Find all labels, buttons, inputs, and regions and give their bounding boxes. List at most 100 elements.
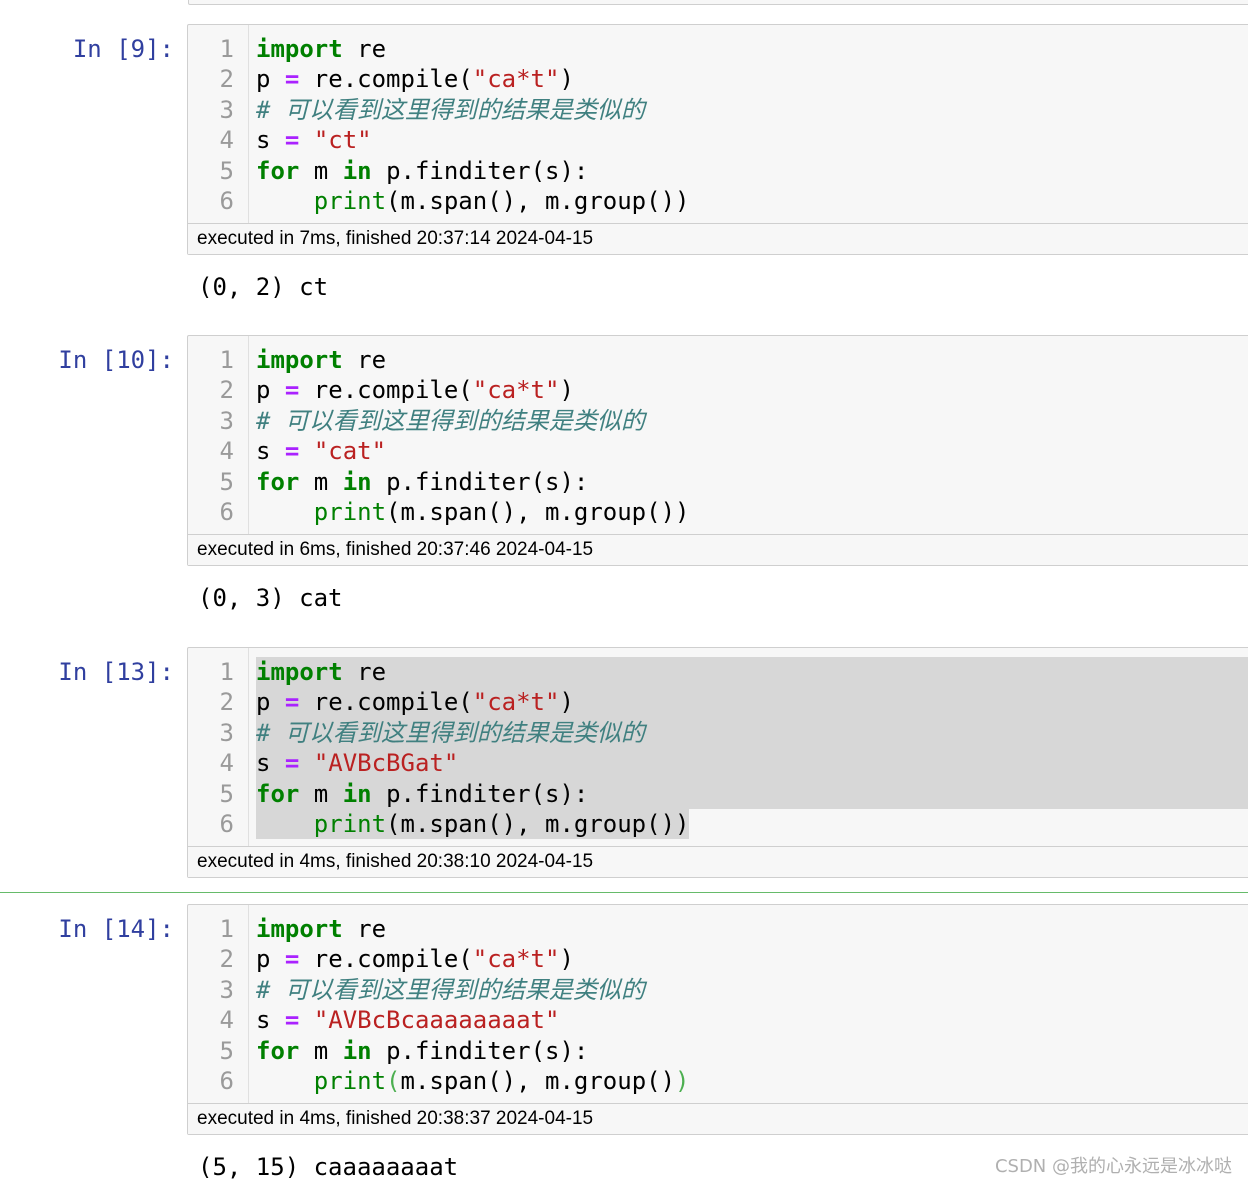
code-token: re.compile( bbox=[299, 945, 473, 974]
code-text[interactable]: s = "ct" bbox=[256, 125, 372, 155]
code-line[interactable]: 5 for m in p.finditer(s): bbox=[188, 156, 1248, 186]
line-number: 3 bbox=[219, 975, 234, 1004]
code-line[interactable]: 4 s = "ct" bbox=[188, 125, 1248, 155]
code-text[interactable]: import re bbox=[256, 914, 386, 944]
line-number: 5 bbox=[219, 156, 234, 185]
line-number: 4 bbox=[219, 1006, 234, 1035]
code-line[interactable]: 1 import re bbox=[188, 657, 1248, 688]
code-token: = bbox=[284, 945, 300, 974]
code-line[interactable]: 6 print(m.span(), m.group()) bbox=[188, 186, 1248, 216]
code-token bbox=[299, 1006, 313, 1034]
code-token: p bbox=[256, 945, 285, 974]
execution-time: executed in 6ms, finished 20:37:46 2024-… bbox=[188, 534, 1248, 566]
code-text[interactable]: p = re.compile("ca*t") bbox=[256, 687, 574, 717]
code-text[interactable]: s = "cat" bbox=[256, 436, 386, 466]
code-text[interactable]: for m in p.finditer(s): bbox=[256, 779, 588, 809]
code-text[interactable]: p = re.compile("ca*t") bbox=[256, 944, 574, 974]
line-number: 1 bbox=[219, 658, 234, 686]
selection-highlight bbox=[256, 717, 1248, 749]
code-line[interactable]: 3# 可以看到这里得到的结果是类似的 bbox=[188, 717, 1248, 749]
code-token: = bbox=[284, 749, 300, 778]
watermark: CSDN @我的心永远是冰冰哒 bbox=[994, 1156, 1232, 1177]
code-text[interactable]: p = re.compile("ca*t") bbox=[256, 64, 574, 94]
code-token: print bbox=[313, 809, 387, 838]
code-token: # 可以看到这里得到的结果是类似的 bbox=[256, 95, 645, 124]
code-text[interactable]: print(m.span(), m.group()) bbox=[256, 1066, 690, 1096]
code-token: = bbox=[284, 126, 300, 155]
code-text[interactable]: print(m.span(), m.group()) bbox=[256, 186, 690, 216]
code-text[interactable]: import re bbox=[256, 345, 386, 375]
selection-highlight bbox=[256, 687, 1248, 718]
code-text[interactable]: # 可以看到这里得到的结果是类似的 bbox=[256, 975, 645, 1005]
input-prompt: In [9]: bbox=[72, 35, 174, 63]
code-text[interactable]: # 可以看到这里得到的结果是类似的 bbox=[256, 718, 645, 748]
code-token: import bbox=[256, 915, 343, 943]
code-token: print bbox=[313, 1066, 387, 1095]
code-token bbox=[299, 749, 313, 777]
code-text[interactable]: print(m.span(), m.group()) bbox=[256, 808, 690, 840]
code-token: s bbox=[256, 749, 285, 778]
line-number: 3 bbox=[219, 95, 234, 124]
code-text[interactable]: for m in p.finditer(s): bbox=[256, 467, 588, 497]
code-line[interactable]: 5 for m in p.finditer(s): bbox=[188, 1036, 1248, 1066]
code-token: = bbox=[284, 1006, 300, 1035]
code-text[interactable]: print(m.span(), m.group()) bbox=[256, 497, 690, 527]
code-token: # 可以看到这里得到的结果是类似的 bbox=[256, 718, 645, 747]
code-line[interactable]: 4 s = "AVBcBcaaaaaaaat" bbox=[188, 1005, 1248, 1035]
code-token bbox=[256, 810, 314, 838]
code-line[interactable]: 3 # 可以看到这里得到的结果是类似的 bbox=[188, 975, 1248, 1005]
code-token: ( bbox=[386, 1066, 401, 1095]
code-token: p bbox=[256, 65, 285, 94]
cell-output: (0, 3) cat bbox=[198, 584, 343, 612]
code-token: m bbox=[299, 1036, 343, 1065]
code-token: (m.span(), m.group()) bbox=[386, 186, 690, 215]
code-line[interactable]: 3 # 可以看到这里得到的结果是类似的 bbox=[188, 95, 1248, 125]
code-text[interactable]: for m in p.finditer(s): bbox=[256, 1036, 588, 1066]
cell-selection-indicator bbox=[0, 892, 1248, 893]
code-line[interactable]: 6 print(m.span(), m.group()) bbox=[188, 497, 1248, 527]
code-line[interactable]: 6 print(m.span(), m.group()) bbox=[188, 1066, 1248, 1096]
code-token: re.compile( bbox=[299, 65, 473, 94]
code-token bbox=[256, 187, 314, 215]
code-line[interactable]: 6 print(m.span(), m.group()) bbox=[188, 808, 1248, 840]
line-number: 6 bbox=[219, 497, 234, 526]
code-line[interactable]: 3 # 可以看到这里得到的结果是类似的 bbox=[188, 406, 1248, 436]
code-text[interactable]: for m in p.finditer(s): bbox=[256, 156, 588, 186]
execution-time: executed in 7ms, finished 20:37:14 2024-… bbox=[188, 223, 1248, 255]
line-number: 5 bbox=[219, 1036, 234, 1065]
code-text[interactable]: p = re.compile("ca*t") bbox=[256, 375, 574, 405]
code-text[interactable]: # 可以看到这里得到的结果是类似的 bbox=[256, 406, 645, 436]
code-token: in bbox=[342, 1036, 372, 1065]
code-token: s bbox=[256, 437, 285, 466]
code-text[interactable]: s = "AVBcBGat" bbox=[256, 748, 458, 778]
code-text[interactable]: import re bbox=[256, 657, 386, 687]
code-text[interactable]: # 可以看到这里得到的结果是类似的 bbox=[256, 95, 645, 125]
line-number: 3 bbox=[219, 406, 234, 435]
code-text[interactable]: import re bbox=[256, 34, 386, 64]
line-number: 4 bbox=[219, 126, 234, 155]
code-token: re.compile( bbox=[299, 376, 473, 405]
code-text[interactable]: s = "AVBcBcaaaaaaaat" bbox=[256, 1005, 559, 1035]
code-token: # 可以看到这里得到的结果是类似的 bbox=[256, 975, 645, 1004]
code-token: m bbox=[299, 156, 343, 185]
code-token: re bbox=[342, 915, 387, 943]
